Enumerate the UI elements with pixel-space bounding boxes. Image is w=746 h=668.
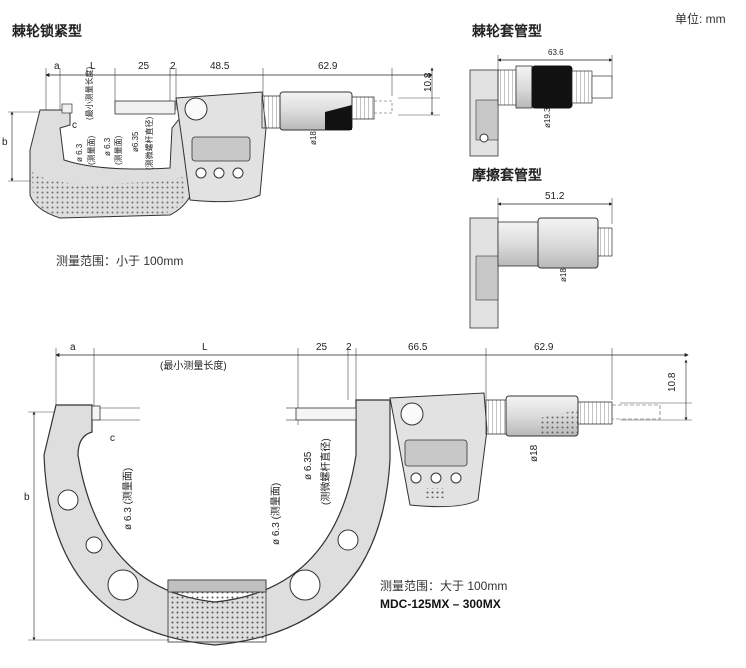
range-label-large: 测量范围：大于 100mm bbox=[380, 579, 508, 593]
section-title-friction-thimble: 摩擦套管型 bbox=[472, 167, 542, 183]
range-label-small: 测量范围：小于 100mm bbox=[56, 254, 184, 268]
dim-face1-phi: ø 6.3 bbox=[75, 143, 84, 162]
friction-thimble-drawing bbox=[469, 198, 613, 329]
dim-63-6: 63.6 bbox=[548, 48, 564, 57]
dim-min-length-large: (最小测量长度) bbox=[160, 361, 227, 372]
dim-spindle-label-large: (测微螺杆直径) bbox=[321, 438, 332, 505]
dim-spindle-phi: ø6.35 bbox=[131, 131, 140, 152]
dim-48-5: 48.5 bbox=[210, 61, 230, 72]
dim-25: 25 bbox=[138, 61, 150, 72]
dim-face2-large: ø 6.3 (测量面) bbox=[271, 482, 282, 545]
dim-62-9: 62.9 bbox=[318, 61, 338, 72]
dim-spindle-label: (测微螺杆直径) bbox=[145, 116, 154, 170]
dim-face1-label: (测量面) bbox=[87, 135, 96, 165]
model-number: MDC-125MX – 300MX bbox=[380, 597, 501, 611]
dim-L-large: L bbox=[202, 342, 208, 353]
dim-thimble-phi-large: ø18 bbox=[529, 444, 540, 462]
dim-face1-large: ø 6.3 (测量面) bbox=[123, 467, 134, 530]
dim-62-9-large: 62.9 bbox=[534, 342, 554, 353]
dim-spindle-phi-large: ø 6.35 bbox=[303, 451, 314, 480]
ratchet-thimble-drawing bbox=[469, 55, 613, 157]
dim-b: b bbox=[2, 137, 8, 148]
small-micrometer-drawing bbox=[8, 67, 440, 219]
dim-2: 2 bbox=[170, 61, 176, 72]
dim-b-large: b bbox=[24, 492, 30, 503]
dim-phi-18-friction: ø18 bbox=[559, 268, 568, 282]
dim-10-8: 10.8 bbox=[423, 72, 434, 92]
dim-phi-19-3: ø19.3 bbox=[543, 107, 552, 128]
dim-25-large: 25 bbox=[316, 342, 328, 353]
dim-10-8-large: 10.8 bbox=[667, 372, 678, 392]
unit-label: 单位: mm bbox=[675, 12, 726, 26]
dim-face2-phi: ø 6.3 bbox=[103, 137, 112, 156]
dim-thimble-phi: ø18 bbox=[309, 131, 318, 145]
dim-c: c bbox=[72, 120, 77, 131]
dim-c-large: c bbox=[110, 433, 115, 444]
section-title-ratchet-lock: 棘轮锁紧型 bbox=[12, 23, 82, 39]
dim-66-5-large: 66.5 bbox=[408, 342, 428, 353]
dim-face2-label: (测量面) bbox=[114, 135, 123, 165]
dim-a: a bbox=[54, 61, 60, 72]
dim-L: L bbox=[90, 61, 96, 72]
dim-a-large: a bbox=[70, 342, 76, 353]
section-title-ratchet-thimble: 棘轮套管型 bbox=[472, 23, 542, 39]
dim-2-large: 2 bbox=[346, 342, 352, 353]
dim-min-length: (最小测量长度) bbox=[85, 66, 94, 120]
dim-51-2: 51.2 bbox=[545, 191, 565, 202]
large-micrometer-drawing bbox=[28, 348, 692, 646]
